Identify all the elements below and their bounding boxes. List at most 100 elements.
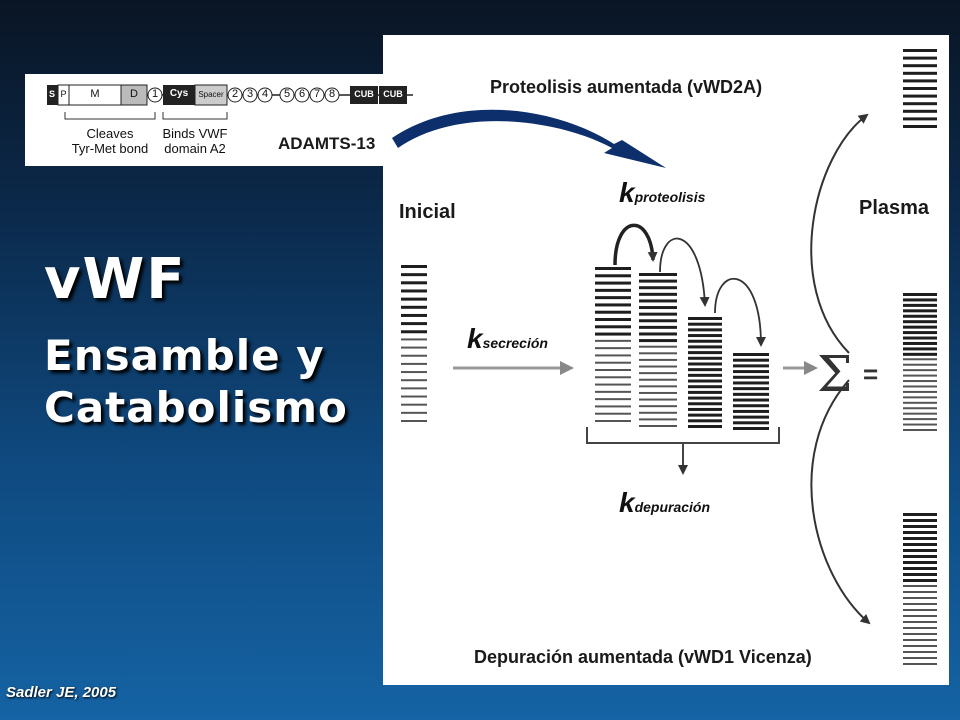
gel-band — [903, 102, 937, 106]
gel-band — [903, 531, 937, 534]
gel-band — [595, 369, 631, 371]
gel-band — [903, 579, 937, 582]
gel-band — [733, 415, 769, 419]
gel-band — [903, 94, 937, 98]
gel-band — [401, 281, 427, 285]
gel-band — [401, 354, 427, 357]
gel-band — [401, 322, 427, 326]
gel-band — [733, 421, 769, 425]
gel-band — [903, 363, 937, 366]
gel-band — [639, 405, 677, 408]
gel-band — [733, 404, 769, 408]
gel-band — [688, 385, 722, 389]
gel-band — [639, 339, 677, 343]
gel-band — [903, 423, 937, 426]
gel-band — [903, 390, 937, 393]
gel-band — [903, 401, 937, 404]
enzyme-label: ADAMTS-13 — [278, 134, 376, 153]
gel-band — [688, 379, 722, 383]
gel-band — [903, 49, 937, 52]
gel-band — [903, 657, 937, 659]
initial-label: Inicial — [399, 201, 456, 223]
gel-band — [903, 412, 937, 415]
gel-band — [903, 555, 937, 558]
gel-band — [733, 387, 769, 391]
gel-band — [595, 310, 631, 314]
gel-band — [733, 375, 769, 379]
gel-band — [401, 265, 427, 268]
subtitle-line-1: Ensamble y — [44, 331, 325, 380]
gel-band — [595, 318, 631, 321]
gel-band — [733, 409, 769, 413]
gel-band — [688, 345, 722, 349]
gel-band — [903, 407, 937, 410]
gel-band — [903, 663, 937, 665]
gel-band — [595, 383, 631, 386]
gel-band — [688, 334, 722, 338]
gel-band — [595, 405, 631, 408]
gel-band — [639, 299, 677, 303]
gel-bands — [401, 49, 937, 665]
gel-band — [688, 373, 722, 377]
gel-band — [903, 597, 937, 599]
gel-band — [733, 381, 769, 385]
gel-band — [903, 418, 937, 421]
gel-band — [903, 651, 937, 653]
gel-band — [903, 117, 937, 121]
gel-band — [688, 425, 722, 428]
gel-band — [688, 368, 722, 372]
gel-band — [903, 591, 937, 593]
gel-band — [903, 341, 937, 345]
arrow-to-bottom-plasma — [810, 379, 871, 625]
gel-band — [639, 391, 677, 394]
gel-band — [688, 362, 722, 366]
gel-band — [688, 413, 722, 417]
proteolysis-arrow-1 — [613, 223, 658, 266]
gel-band — [733, 364, 769, 368]
gel-band — [595, 303, 631, 307]
gel-band — [688, 339, 722, 343]
gel-band — [903, 621, 937, 623]
gel-band — [639, 312, 677, 316]
gel-band — [903, 331, 937, 335]
gel-band — [733, 392, 769, 396]
gel-band — [903, 125, 937, 128]
gel-band — [903, 543, 937, 546]
gel-band — [639, 319, 677, 323]
domain-s — [47, 85, 58, 105]
gel-band — [688, 322, 722, 326]
gel-band — [401, 346, 427, 349]
gel-band — [903, 396, 937, 399]
gel-band — [639, 332, 677, 336]
domain-spacer — [194, 84, 228, 106]
gel-band — [639, 358, 677, 361]
gel-band — [639, 425, 677, 427]
sum-symbol: Σ — [817, 345, 852, 403]
gel-band — [903, 561, 937, 564]
gel-band — [903, 519, 937, 522]
gel-band — [595, 267, 631, 270]
gel-band — [688, 328, 722, 332]
domain-d — [120, 84, 148, 106]
gel-band — [639, 273, 677, 276]
gel-band — [903, 298, 937, 302]
gel-band — [903, 325, 937, 329]
gel-band — [903, 513, 937, 516]
plasma-label: Plasma — [859, 197, 930, 219]
gel-band — [595, 361, 631, 364]
gel-band — [733, 427, 769, 430]
gel-band — [401, 395, 427, 398]
gel-band — [903, 609, 937, 611]
gel-band — [595, 339, 631, 342]
gel-band — [639, 345, 677, 348]
gel-band — [733, 358, 769, 362]
gel-band — [688, 402, 722, 406]
gel-band — [903, 358, 937, 361]
domain-cub-2 — [379, 86, 407, 104]
gel-band — [595, 288, 631, 292]
gel-band — [903, 347, 937, 351]
slide-subtitle: Ensamble y Catabolismo — [44, 330, 384, 434]
domain-1 — [147, 87, 163, 103]
